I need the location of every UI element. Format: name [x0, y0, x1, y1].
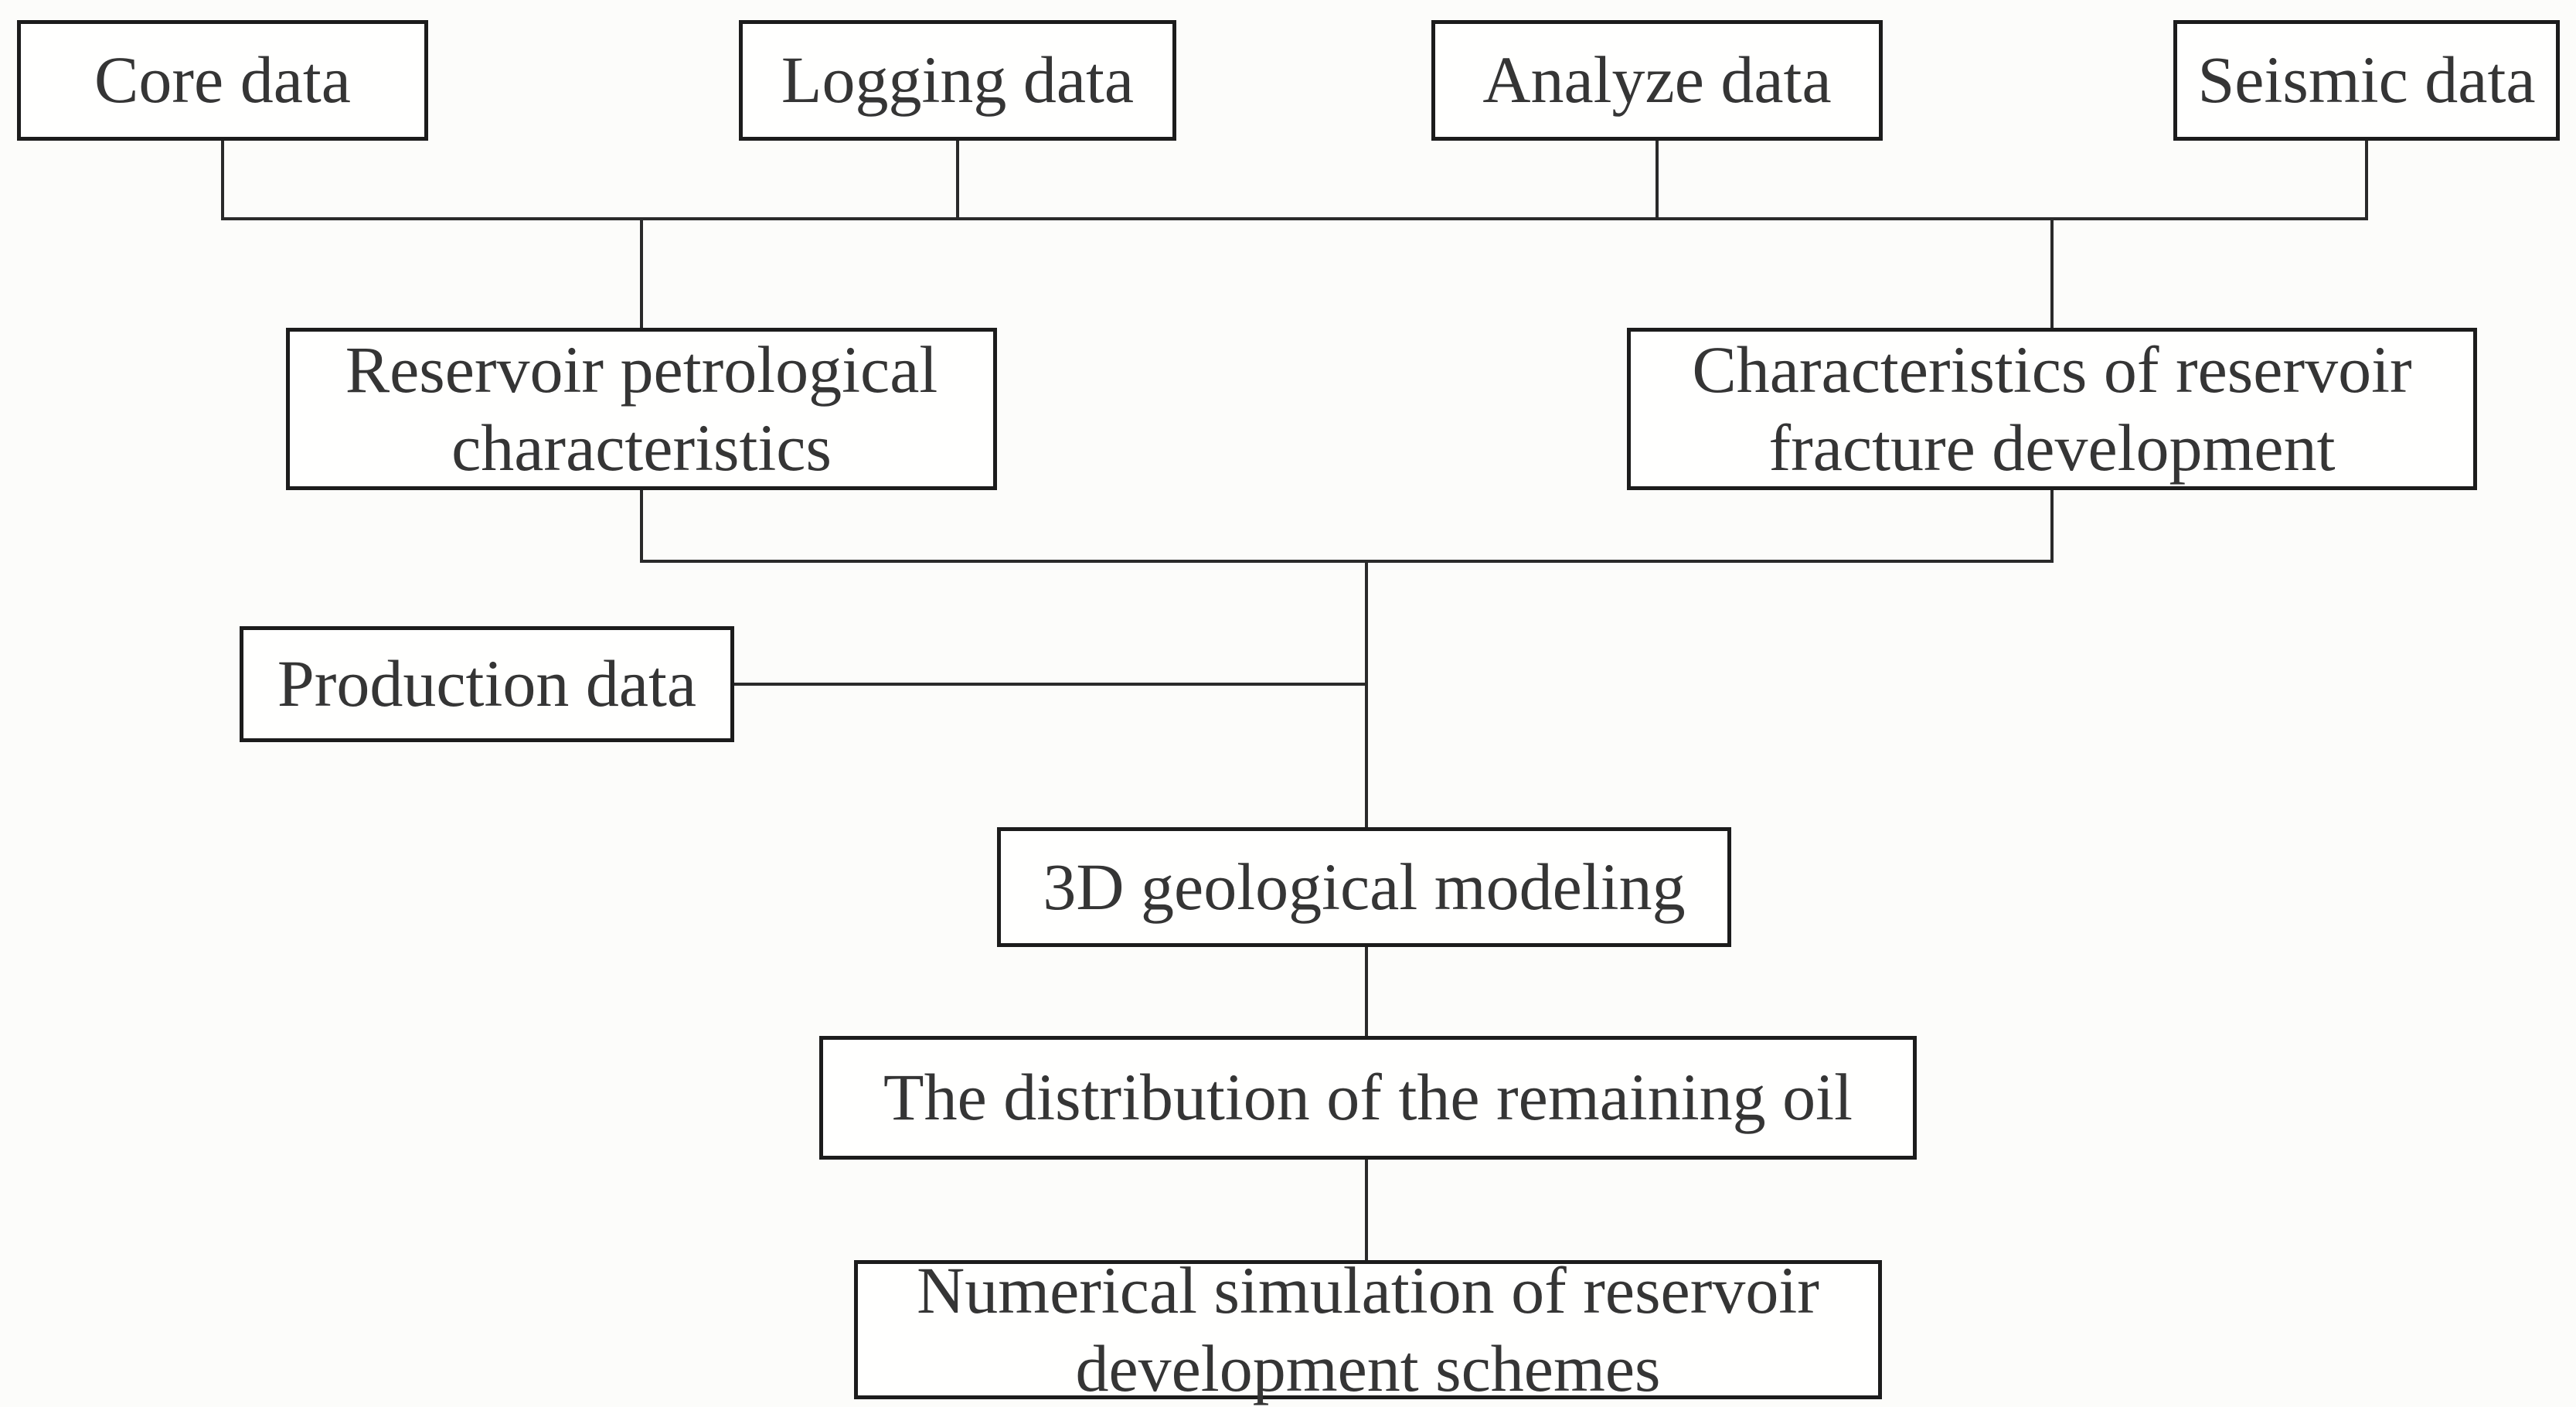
- connector-bus2-to-modeling: [1365, 563, 1368, 827]
- node-fracture-development: Characteristics of reservoir fracture de…: [1627, 328, 2477, 490]
- node-production-data-label: Production data: [277, 646, 697, 721]
- node-numerical-simulation-label: Numerical simulation of reservoir develo…: [917, 1252, 1819, 1405]
- node-remaining-oil-distribution-label: The distribution of the remaining oil: [883, 1060, 1853, 1135]
- node-fracture-development-label: Characteristics of reservoir fracture de…: [1692, 332, 2412, 485]
- connector-fracture-to-bus2: [2050, 490, 2054, 560]
- node-analyze-data: Analyze data: [1431, 20, 1883, 141]
- node-logging-data: Logging data: [739, 20, 1176, 141]
- connector-petrological-to-bus2: [640, 490, 643, 560]
- connector-production-to-trunk: [734, 683, 1366, 686]
- node-3d-geological-modeling-label: 3D geological modeling: [1043, 849, 1686, 924]
- node-remaining-oil-distribution: The distribution of the remaining oil: [819, 1036, 1917, 1160]
- node-production-data: Production data: [240, 626, 734, 742]
- connector-modeling-to-remaining: [1365, 947, 1368, 1036]
- connector-core-to-bus1: [221, 141, 224, 217]
- node-core-data: Core data: [17, 20, 428, 141]
- node-reservoir-petrological: Reservoir petrological characteristics: [286, 328, 997, 490]
- connector-bus1-to-petrological: [640, 220, 643, 328]
- connector-seismic-to-bus1: [2365, 141, 2368, 217]
- bus-line-middle: [640, 560, 2054, 563]
- node-seismic-data-label: Seismic data: [2197, 43, 2536, 118]
- node-reservoir-petrological-label: Reservoir petrological characteristics: [345, 332, 938, 485]
- node-seismic-data: Seismic data: [2173, 20, 2560, 141]
- connector-remaining-to-numerical: [1365, 1160, 1368, 1260]
- bus-line-top: [221, 217, 2368, 220]
- connector-analyze-to-bus1: [1656, 141, 1659, 217]
- node-3d-geological-modeling: 3D geological modeling: [997, 827, 1731, 947]
- node-analyze-data-label: Analyze data: [1482, 43, 1832, 118]
- node-core-data-label: Core data: [94, 43, 351, 118]
- node-logging-data-label: Logging data: [781, 43, 1135, 118]
- connector-logging-to-bus1: [956, 141, 959, 217]
- connector-bus1-to-fracture: [2050, 220, 2054, 328]
- node-numerical-simulation: Numerical simulation of reservoir develo…: [854, 1253, 1882, 1405]
